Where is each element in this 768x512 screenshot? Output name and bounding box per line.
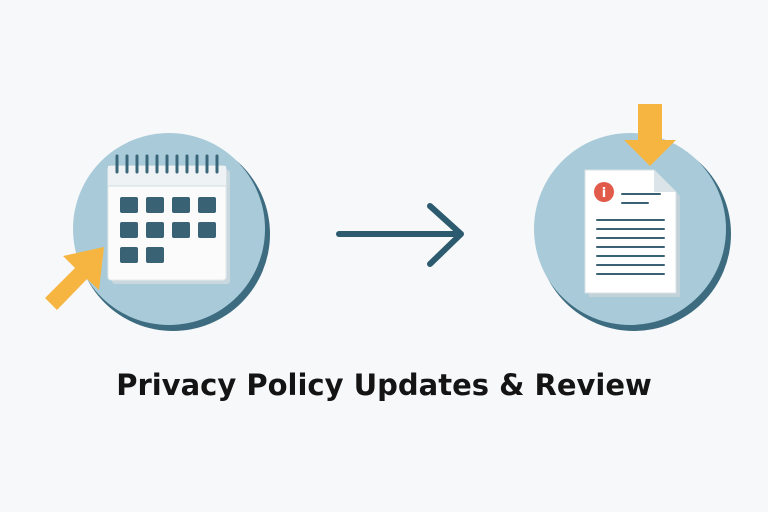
right-arrow-icon: [336, 203, 464, 267]
calendar-day-grid: [120, 197, 216, 263]
document-badge-glyph: i: [602, 186, 606, 201]
down-arrow-icon: [624, 104, 676, 166]
document-group: i: [534, 104, 731, 331]
document-icon: i: [584, 169, 680, 297]
document-badge: [594, 182, 614, 202]
calendar-group: [45, 133, 270, 331]
calendar-rings: [115, 154, 219, 174]
document-text-lines: [596, 193, 665, 275]
calendar-icon: [107, 154, 230, 284]
diagram-caption: Privacy Policy Updates & Review: [116, 368, 652, 402]
pointer-arrow-icon: [45, 247, 104, 310]
